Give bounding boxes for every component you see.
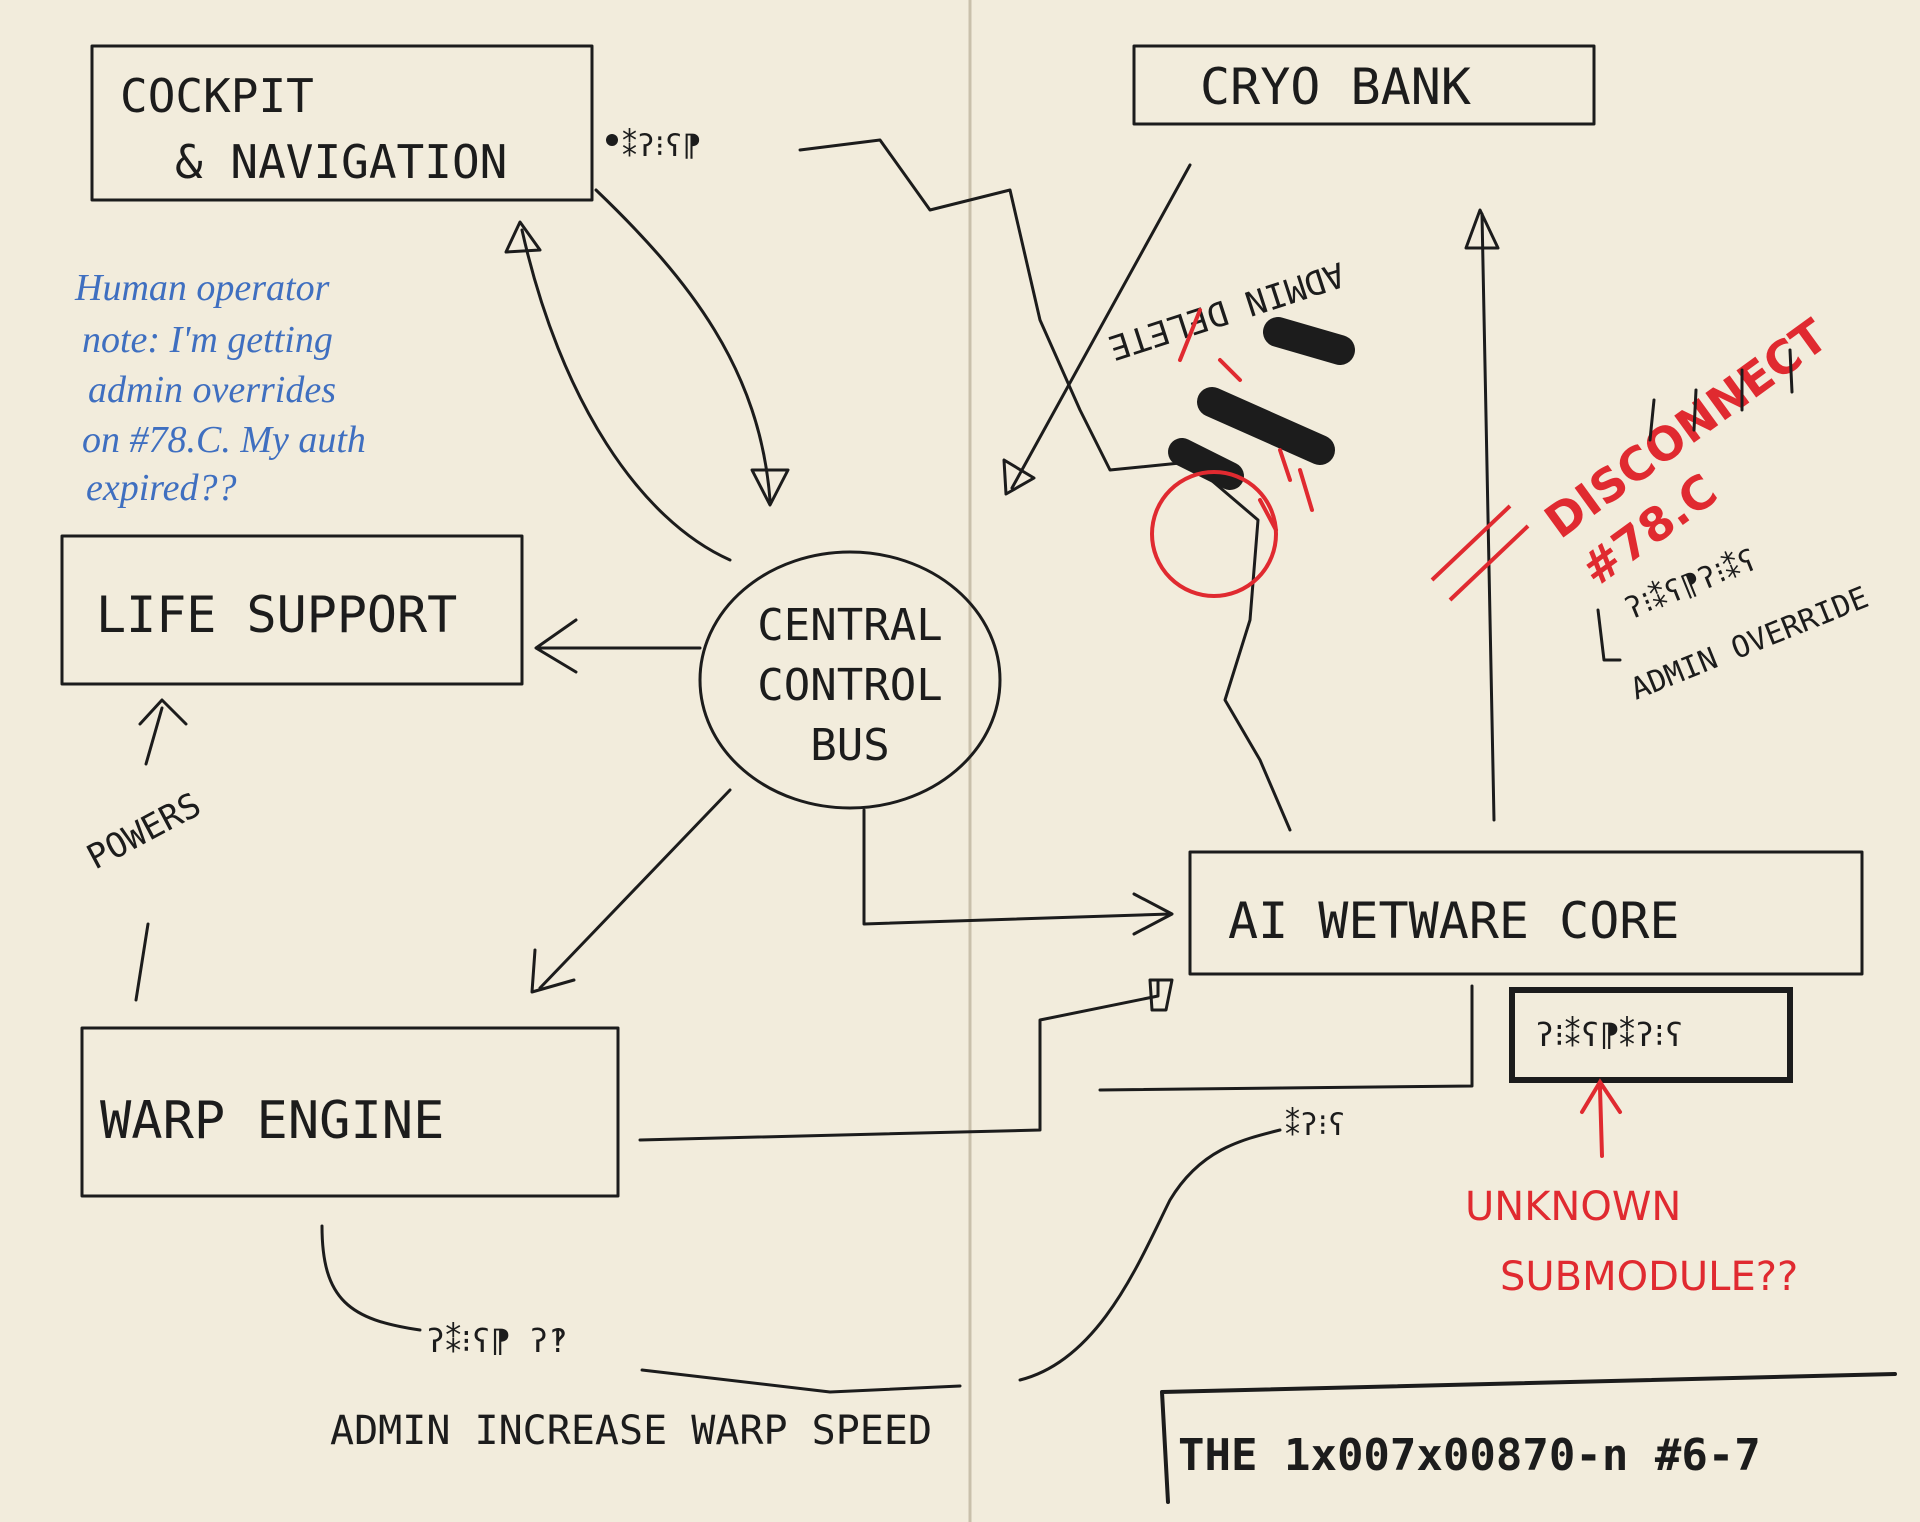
arrowhead-to-life-from-warp xyxy=(138,698,188,726)
unknown-arrow xyxy=(1580,1078,1622,1158)
edge-cockpit-to-central xyxy=(594,188,772,502)
edge-warp-to-core xyxy=(638,978,1160,1142)
edge-core-to-admin-increase xyxy=(1018,1128,1282,1382)
edge-central-to-warp xyxy=(538,788,732,990)
operator-note: Human operator note: I'm getting admin o… xyxy=(74,267,366,509)
redaction-bar-2 xyxy=(1197,387,1335,465)
arrowhead-to-cockpit xyxy=(504,220,542,254)
footer-frame xyxy=(1160,1372,1897,1504)
node-central-control-bus: CENTRAL CONTROL BUS xyxy=(698,550,1002,810)
submodule-glyphs: ʔ⁝⁑ʕ⁋⁑ʔ⁝ʕ xyxy=(1535,1016,1684,1054)
edge-cryo-to-central xyxy=(1010,163,1192,490)
unknown-submodule-annotation: UNKNOWN SUBMODULE?? xyxy=(1465,1078,1798,1300)
operator-note-line2: note: I'm getting xyxy=(82,319,333,361)
disconnect-slash-2 xyxy=(1448,524,1530,602)
node-life-support: LIFE SUPPORT xyxy=(60,534,524,686)
unknown-label-line2: SUBMODULE?? xyxy=(1500,1254,1798,1300)
footer-label: THE 1x007x00870-n #6-7 xyxy=(1178,1430,1761,1481)
override-hook xyxy=(1596,608,1622,662)
edge-core-to-submodule xyxy=(1098,984,1474,1092)
link-dot xyxy=(606,134,618,146)
arrowhead-cryo-to-central xyxy=(1002,458,1036,496)
life-support-label: LIFE SUPPORT xyxy=(96,586,457,644)
edge-admin-increase-line xyxy=(640,1368,962,1394)
central-label-line2: CONTROL xyxy=(757,660,942,711)
node-cockpit-navigation: COCKPIT & NAVIGATION xyxy=(90,44,594,202)
arrowhead-to-cryo xyxy=(1464,208,1500,250)
node-unknown-submodule: ʔ⁝⁑ʕ⁋⁑ʔ⁝ʕ xyxy=(1509,987,1793,1083)
central-label-line3: BUS xyxy=(810,720,889,771)
operator-note-line5: expired?? xyxy=(86,467,237,509)
edge-warp-squiggle xyxy=(320,1224,422,1332)
edge-core-to-cryo xyxy=(1480,212,1496,822)
arrowhead-to-central xyxy=(750,468,790,507)
black-tick-marks xyxy=(1648,348,1794,442)
edge-jagged-cockpit-to-core xyxy=(798,138,1292,832)
redaction-bar-1 xyxy=(1263,317,1355,365)
warp-engine-label: WARP ENGINE xyxy=(100,1091,444,1151)
core-squiggle-glyphs: ⁑ʔ⁝ʕ xyxy=(1285,1107,1346,1143)
disconnect-slash-1 xyxy=(1430,504,1512,582)
warp-squiggle-glyphs: ʔ⁑⁝ʕ⁋ ʔ‽ xyxy=(426,1322,568,1360)
cockpit-link-glyphs: ⁑ʔ⁝ʕ⁋ xyxy=(622,128,701,164)
red-scribble-marks xyxy=(1178,308,1314,532)
arrowhead-to-life xyxy=(534,618,578,674)
unknown-label-line1: UNKNOWN xyxy=(1465,1184,1681,1230)
cockpit-label-line2: & NAVIGATION xyxy=(175,135,507,189)
cryo-label: CRYO BANK xyxy=(1200,58,1471,116)
page-footer: THE 1x007x00870-n #6-7 xyxy=(1160,1372,1897,1504)
operator-note-line3: admin overrides xyxy=(88,369,336,411)
red-circle-mark xyxy=(1150,470,1278,598)
node-ai-wetware-core: AI WETWARE CORE xyxy=(1188,850,1864,976)
edge-central-to-cockpit xyxy=(520,228,732,562)
operator-note-line1: Human operator xyxy=(74,267,330,309)
node-cryo-bank: CRYO BANK xyxy=(1132,44,1596,126)
arrowhead-to-warp xyxy=(530,948,576,994)
admin-increase-label: ADMIN INCREASE WARP SPEED xyxy=(330,1408,932,1454)
arrowhead-to-core xyxy=(1132,892,1174,936)
edge-warp-to-life-upper xyxy=(144,706,164,766)
ai-core-label: AI WETWARE CORE xyxy=(1228,892,1680,950)
cockpit-label-line1: COCKPIT xyxy=(120,69,314,123)
central-label-line1: CENTRAL xyxy=(757,600,942,651)
operator-note-line4: on #78.C. My auth xyxy=(82,419,366,461)
edge-central-to-core xyxy=(862,808,1172,926)
node-warp-engine: WARP ENGINE xyxy=(80,1026,620,1198)
edge-warp-to-life-lower xyxy=(134,922,150,1002)
arrowhead-warp-to-core xyxy=(1148,978,1174,1012)
